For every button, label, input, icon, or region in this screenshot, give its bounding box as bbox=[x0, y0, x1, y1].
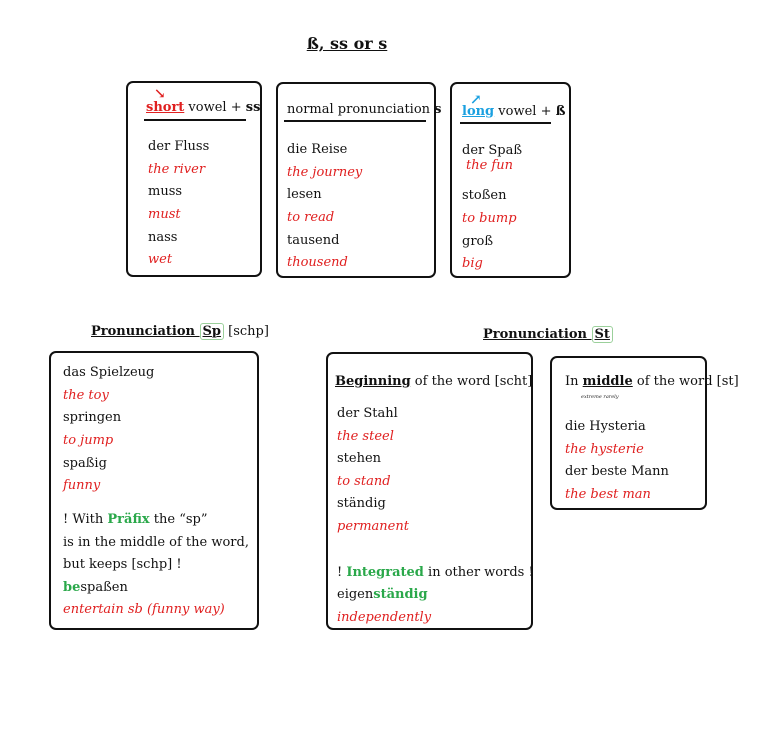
vowel-label: vowel + bbox=[184, 100, 246, 115]
word-de: nass bbox=[148, 230, 178, 245]
word-de: lesen bbox=[287, 187, 322, 202]
short-vowel-heading: short vowel + ss bbox=[146, 100, 260, 115]
eszett-label: ß bbox=[555, 104, 566, 119]
word-de: der beste Mann bbox=[565, 464, 669, 479]
word-de: stoßen bbox=[462, 188, 507, 203]
normal-heading: normal pronunciation s bbox=[287, 102, 442, 117]
sp-section-heading: Pronunciation Sp [schp] bbox=[91, 323, 269, 340]
word-en: to read bbox=[287, 210, 335, 225]
word-de: stehen bbox=[337, 451, 382, 466]
word-en: the river bbox=[148, 162, 206, 177]
middle-heading: In middle of the word [st] bbox=[565, 374, 739, 389]
word-de: muss bbox=[148, 184, 183, 199]
short-vowel-box: ↘ short vowel + ss der Fluss the river m… bbox=[126, 81, 262, 277]
prefix-example-en: entertain sb (funny way) bbox=[63, 602, 225, 617]
short-label: short bbox=[146, 100, 185, 115]
integrated-example-en: independently bbox=[337, 610, 432, 625]
up-right-arrow-icon: ↗ bbox=[470, 92, 482, 108]
word-en: wet bbox=[148, 252, 173, 267]
page-title: ß, ss or s bbox=[306, 34, 388, 53]
word-en: the steel bbox=[337, 429, 394, 444]
long-label: long bbox=[462, 104, 495, 119]
word-de: der Fluss bbox=[148, 139, 210, 154]
sp-heading-label: Pronunciation bbox=[91, 324, 200, 339]
word-en: permanent bbox=[337, 519, 409, 534]
sp-box: das Spielzeug the toy springen to jump s… bbox=[49, 351, 259, 630]
word-en: to stand bbox=[337, 474, 391, 489]
integrated-example: eigenständig bbox=[337, 587, 428, 602]
word-de: die Reise bbox=[287, 142, 348, 157]
st-heading-label: Pronunciation bbox=[483, 327, 592, 342]
word-en: thousend bbox=[287, 255, 348, 270]
word-de: der Spaß bbox=[462, 143, 523, 158]
long-vowel-heading: long vowel + ß bbox=[462, 104, 566, 119]
ss-label: ss bbox=[245, 100, 261, 115]
sp-heading-note: [schp] bbox=[224, 324, 269, 339]
beginning-label: Beginning bbox=[335, 374, 411, 389]
down-right-arrow-icon: ↘ bbox=[154, 86, 166, 102]
word-de: springen bbox=[63, 410, 122, 425]
word-en: to bump bbox=[462, 211, 517, 226]
word-en: the journey bbox=[287, 165, 363, 180]
prefix-part: be bbox=[63, 580, 81, 595]
beginning-heading: Beginning of the word [scht] bbox=[335, 374, 533, 389]
prefix-note-line-2: is in the middle of the word, bbox=[63, 535, 249, 550]
heading-underline bbox=[144, 119, 246, 121]
word-en: the toy bbox=[63, 388, 109, 403]
word-en: big bbox=[462, 256, 483, 271]
word-en: the hysterie bbox=[565, 442, 644, 457]
prefix-example: bespaßen bbox=[63, 580, 128, 595]
integrated-label: Integrated bbox=[346, 565, 424, 580]
heading-underline bbox=[460, 122, 551, 124]
word-de: tausend bbox=[287, 233, 340, 248]
st-middle-box: In middle of the word [st] extreme rarel… bbox=[550, 356, 739, 510]
middle-label: middle bbox=[582, 374, 633, 389]
word-en: funny bbox=[63, 478, 101, 493]
prefix-note-line-3: but keeps [schp] ! bbox=[63, 557, 182, 572]
sp-tag: Sp bbox=[199, 323, 225, 340]
word-de: der Stahl bbox=[337, 406, 398, 421]
integrated-note: ! Integrated in other words ! bbox=[337, 565, 534, 580]
word-de: das Spielzeug bbox=[63, 365, 155, 380]
word-en: the best man bbox=[565, 487, 651, 502]
heading-underline bbox=[284, 120, 426, 122]
st-tag: St bbox=[591, 326, 613, 343]
word-de: ständig bbox=[337, 496, 386, 511]
s-label: s bbox=[434, 102, 442, 117]
word-de: spaßig bbox=[63, 456, 107, 471]
word-en: to jump bbox=[63, 433, 114, 448]
word-de: die Hysteria bbox=[565, 419, 646, 434]
normal-label: normal pronunciation bbox=[287, 102, 435, 117]
prefix-label: Präfix bbox=[107, 512, 150, 527]
normal-pronunciation-box: normal pronunciation s die Reise the jou… bbox=[276, 82, 442, 278]
word-en: must bbox=[148, 207, 181, 222]
long-vowel-box: ↗ long vowel + ß der Spaß the fun stoßen… bbox=[450, 82, 571, 278]
integrated-part: ständig bbox=[373, 587, 428, 602]
st-section-heading: Pronunciation St bbox=[483, 326, 613, 343]
extreme-rarely-note: extreme rarely bbox=[581, 394, 619, 400]
prefix-note-line-1: ! With Präfix the “sp” bbox=[63, 512, 208, 527]
st-beginning-box: Beginning of the word [scht] der Stahl t… bbox=[326, 352, 534, 630]
word-de: groß bbox=[462, 234, 494, 249]
word-en: the fun bbox=[466, 158, 513, 173]
vowel-label: vowel + bbox=[494, 104, 556, 119]
